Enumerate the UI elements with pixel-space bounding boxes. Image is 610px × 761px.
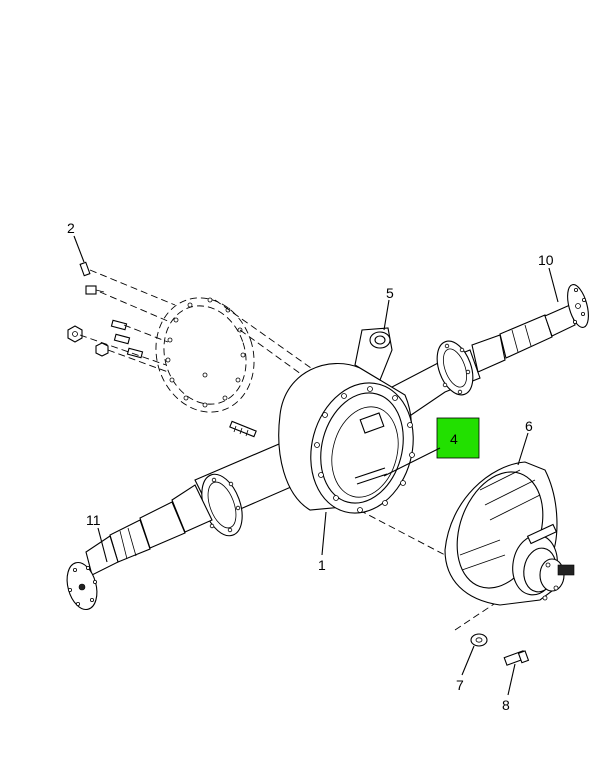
left-axle-shaft <box>66 484 213 611</box>
callout-7: 7 <box>456 677 464 693</box>
small-hardware <box>67 261 257 438</box>
callout-leaders <box>73 235 559 696</box>
callout-4[interactable]: 4 <box>450 431 458 447</box>
cover-gasket <box>155 297 255 413</box>
callout-2: 2 <box>67 220 75 236</box>
callout-8: 8 <box>502 697 510 713</box>
callout-1: 1 <box>318 557 326 573</box>
callout-6: 6 <box>525 418 533 434</box>
washer-and-bolt <box>470 633 530 666</box>
differential-carrier <box>444 461 575 606</box>
axle-housing <box>194 327 481 537</box>
right-axle-shaft <box>471 284 589 373</box>
highlight-box[interactable] <box>436 417 480 459</box>
callout-11: 11 <box>86 512 101 528</box>
callout-5: 5 <box>386 285 394 301</box>
callout-10: 10 <box>538 252 554 268</box>
hardware-leader-lines <box>79 269 501 631</box>
